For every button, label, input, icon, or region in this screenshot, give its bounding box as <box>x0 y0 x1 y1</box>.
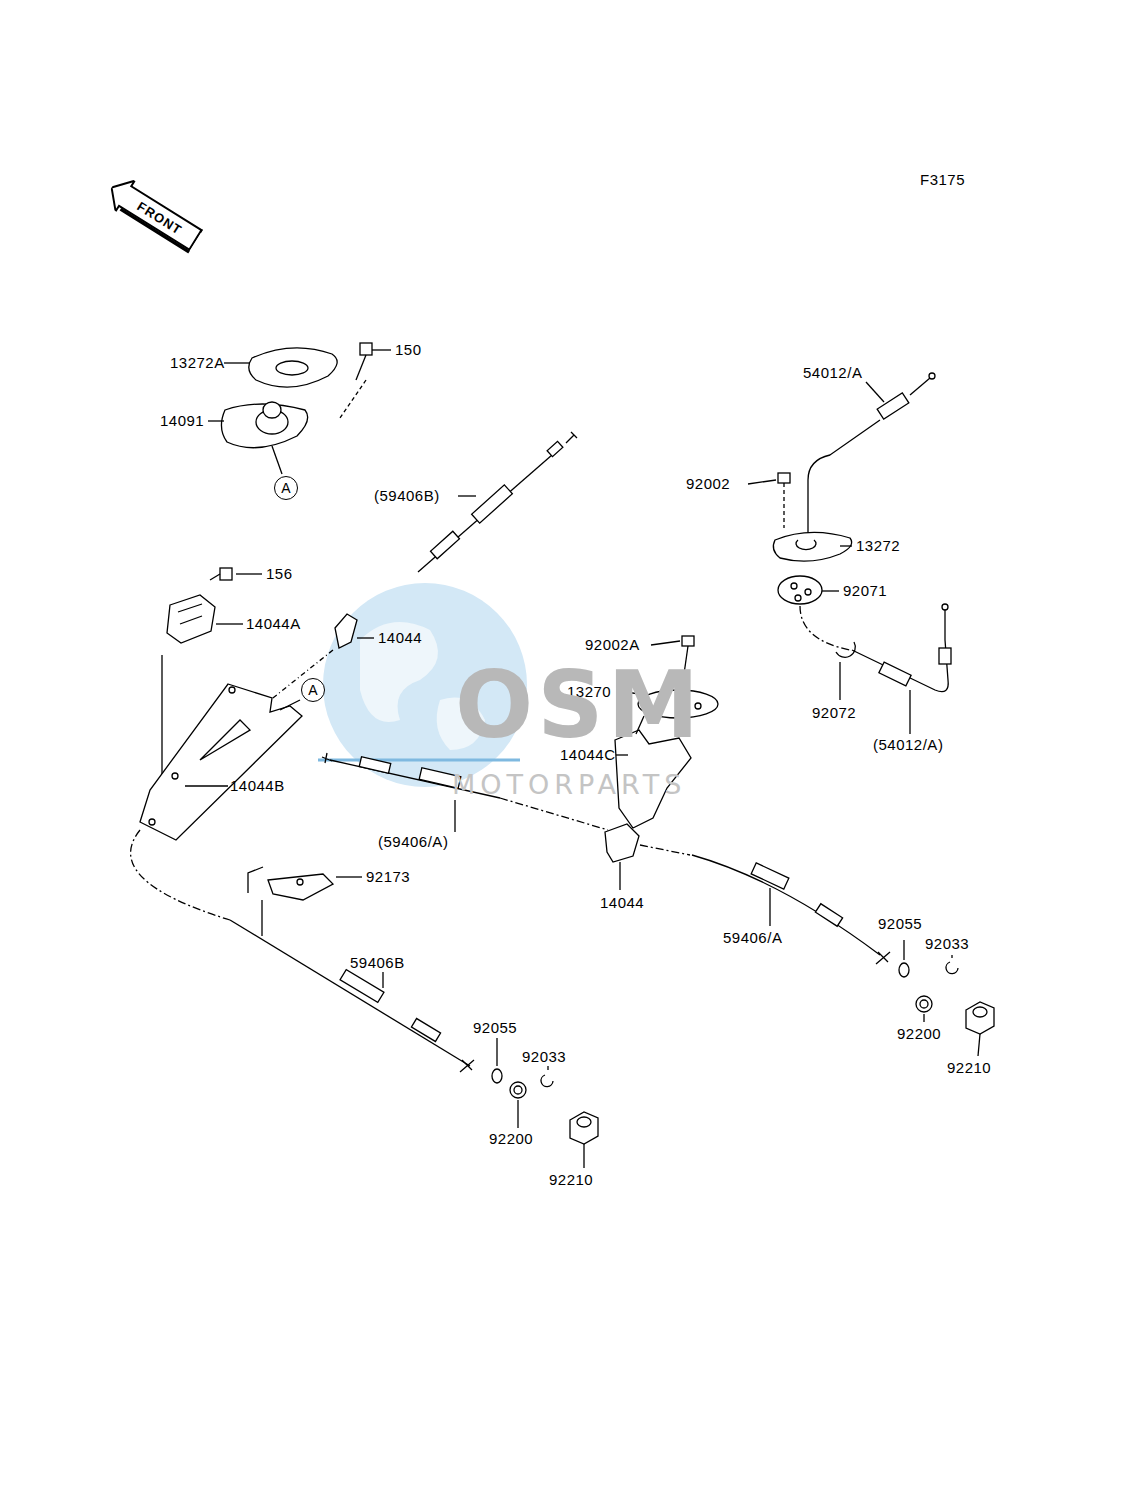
callout-number: 92033 <box>522 1048 566 1066</box>
callout-number: 92033 <box>925 935 969 953</box>
callout-number: 92002A <box>585 636 640 654</box>
reference-circle: A <box>301 678 325 702</box>
reference-circle: A <box>274 476 298 500</box>
callout-number: 14044B <box>230 777 285 795</box>
callout-number: 54012/A <box>803 364 862 382</box>
callout-number: 156 <box>266 565 293 583</box>
callout-number: (59406B) <box>374 487 440 505</box>
callout-number: 92210 <box>947 1059 991 1077</box>
callout-number: 150 <box>395 341 422 359</box>
callout-number: 14044A <box>246 615 301 633</box>
callout-number: 92200 <box>897 1025 941 1043</box>
callout-number: 14044 <box>600 894 644 912</box>
figure-code: F3175 <box>920 171 965 189</box>
direction-arrow: FRONT <box>102 172 206 255</box>
callout-number: 92055 <box>473 1019 517 1037</box>
callout-number: 13272 <box>856 537 900 555</box>
reference-letter: A <box>281 481 290 495</box>
watermark-text: OSM <box>455 658 703 754</box>
callout-number: 59406B <box>350 954 405 972</box>
callout-number: (59406/A) <box>378 833 448 851</box>
callout-number: 14091 <box>160 412 204 430</box>
callout-number: 92200 <box>489 1130 533 1148</box>
callout-number: 14044 <box>378 629 422 647</box>
arrow-shadow <box>120 188 204 254</box>
parts-drawing <box>131 343 994 1168</box>
callout-number: 92055 <box>878 915 922 933</box>
callout-number: 92002 <box>686 475 730 493</box>
reference-letter: A <box>308 683 317 697</box>
watermark-text: MOTORPARTS <box>452 770 687 800</box>
callout-number: 92210 <box>549 1171 593 1189</box>
arrow-shape <box>102 172 205 255</box>
callout-number: 13272A <box>170 354 225 372</box>
callout-number: (54012/A) <box>873 736 943 754</box>
callout-number: 92072 <box>812 704 856 722</box>
callout-number: 92071 <box>843 582 887 600</box>
callout-number: 92173 <box>366 868 410 886</box>
callout-number: 59406/A <box>723 929 782 947</box>
